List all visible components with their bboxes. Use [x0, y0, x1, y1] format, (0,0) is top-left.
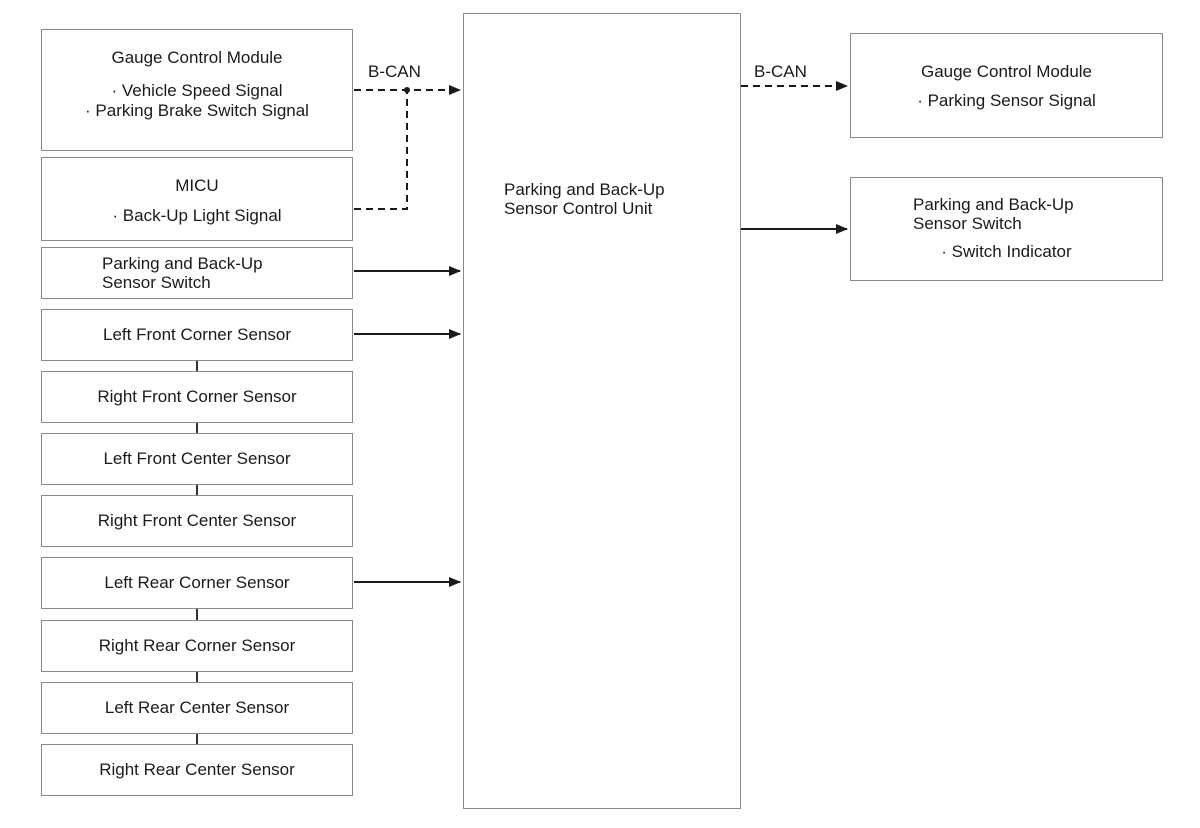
control-unit-line1: Parking and Back-Up — [504, 180, 665, 199]
vehicle-speed-signal: · Vehicle Speed Signal — [111, 81, 283, 100]
switch-right-line1: Parking and Back-Up — [913, 195, 1074, 214]
parking-sensor-switch-box-right: Parking and Back-Up Sensor Switch · Swit… — [850, 177, 1163, 281]
parking-sensor-switch-box-left: Parking and Back-Up Sensor Switch — [41, 247, 353, 299]
back-up-light-signal: · Back-Up Light Signal — [112, 206, 282, 225]
gauge-control-module-box-left: Gauge Control Module · Vehicle Speed Sig… — [41, 29, 353, 151]
bcan-label-left: B-CAN — [368, 62, 421, 81]
sensor-box: Right Front Corner Sensor — [41, 371, 353, 423]
sensor-label: Right Rear Center Sensor — [99, 760, 295, 779]
gauge-control-module-box-right: Gauge Control Module · Parking Sensor Si… — [850, 33, 1163, 138]
sensor-box: Left Front Corner Sensor — [41, 309, 353, 361]
switch-indicator: · Switch Indicator — [941, 242, 1072, 261]
sensor-box: Right Front Center Sensor — [41, 495, 353, 547]
sensor-label: Left Rear Center Sensor — [104, 698, 290, 717]
micu-box: MICU · Back-Up Light Signal — [41, 157, 353, 241]
switch-label-line1: Parking and Back-Up — [102, 254, 263, 273]
sensor-box: Left Rear Corner Sensor — [41, 557, 353, 609]
gauge-control-module-title-right: Gauge Control Module — [920, 62, 1093, 81]
gauge-control-module-title: Gauge Control Module — [111, 48, 283, 67]
switch-label-line2: Sensor Switch — [102, 273, 211, 292]
bcan-junction-dot — [404, 87, 410, 93]
micu-bcan-line — [354, 90, 408, 210]
control-unit-line2: Sensor Control Unit — [504, 199, 653, 218]
sensor-label: Right Front Center Sensor — [97, 511, 297, 530]
sensor-label: Right Rear Corner Sensor — [98, 636, 296, 655]
sensor-box: Right Rear Center Sensor — [41, 744, 353, 796]
sensor-label: Right Front Corner Sensor — [97, 387, 297, 406]
sensor-box: Right Rear Corner Sensor — [41, 620, 353, 672]
sensor-label: Left Front Corner Sensor — [102, 325, 292, 344]
parking-brake-switch-signal: · Parking Brake Switch Signal — [85, 101, 309, 120]
micu-title: MICU — [175, 176, 219, 195]
sensor-control-unit-box: Parking and Back-Up Sensor Control Unit — [463, 13, 741, 809]
parking-sensor-signal: · Parking Sensor Signal — [917, 91, 1096, 110]
switch-right-line2: Sensor Switch — [913, 214, 1022, 233]
sensor-box: Left Front Center Sensor — [41, 433, 353, 485]
sensor-label: Left Rear Corner Sensor — [104, 573, 290, 592]
sensor-box: Left Rear Center Sensor — [41, 682, 353, 734]
sensor-label: Left Front Center Sensor — [103, 449, 291, 468]
bcan-label-right: B-CAN — [754, 62, 807, 81]
